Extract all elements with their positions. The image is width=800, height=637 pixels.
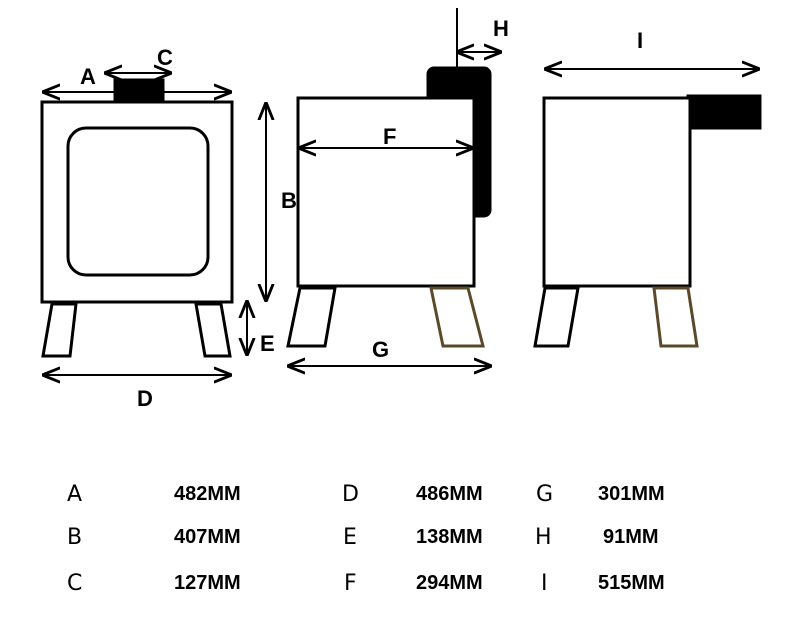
table-letter-G: G — [536, 482, 554, 507]
table-value-F: 294MM — [416, 572, 483, 594]
side-view — [286, 66, 492, 348]
table-letter-B: B — [67, 525, 83, 550]
front-right-leg — [194, 302, 232, 358]
table-letter-A: A — [67, 482, 83, 507]
label-A: A — [80, 64, 96, 89]
label-F: F — [383, 124, 396, 149]
label-I: I — [637, 28, 643, 53]
rear-body — [542, 96, 692, 288]
label-B: B — [281, 188, 297, 213]
table-letter-I: I — [541, 571, 548, 596]
table-letter-C: C — [67, 571, 83, 596]
side-front-leg — [286, 286, 337, 348]
front-left-leg — [41, 302, 78, 358]
table-letter-F: F — [344, 571, 357, 596]
side-back-leg — [429, 286, 485, 348]
front-door-window — [66, 126, 210, 277]
table-value-I: 515MM — [598, 572, 665, 594]
rear-back-leg — [652, 286, 699, 348]
table-value-G: 301MM — [598, 483, 665, 505]
table-value-D: 486MM — [416, 483, 483, 505]
dimension-lines — [44, 8, 758, 375]
front-view — [40, 78, 234, 358]
label-D: D — [137, 386, 153, 411]
rear-view — [533, 94, 762, 348]
table-value-B: 407MM — [174, 526, 241, 548]
label-C: C — [157, 45, 173, 70]
table-value-C: 127MM — [174, 572, 241, 594]
label-H: H — [493, 16, 509, 41]
label-G: G — [372, 337, 389, 362]
table-letter-E: E — [343, 525, 357, 550]
table-value-A: 482MM — [174, 483, 241, 505]
rear-front-leg — [533, 286, 580, 348]
side-body — [296, 96, 476, 288]
table-value-E: 138MM — [416, 526, 483, 548]
table-value-H: 91MM — [603, 526, 659, 548]
table-letter-D: D — [342, 482, 359, 507]
label-E: E — [260, 331, 275, 356]
table-letter-H: H — [535, 525, 552, 550]
rear-flue-outlet — [686, 94, 762, 130]
